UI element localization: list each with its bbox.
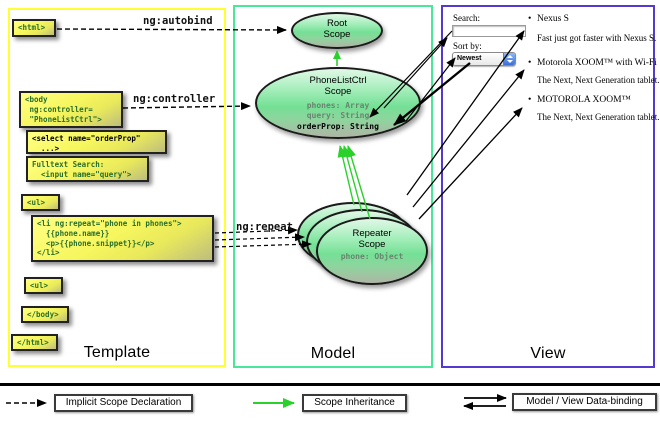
repeater-title-line: Repeater bbox=[352, 228, 392, 239]
code-line: <input name="query"> bbox=[32, 169, 132, 179]
legend-model-view-data-binding: Model / View Data-binding bbox=[512, 393, 657, 411]
code-line: </li> bbox=[37, 248, 60, 258]
phonelistctrl-title-line: Scope bbox=[324, 86, 352, 98]
legend-scope-inheritance: Scope Inheritance bbox=[302, 394, 407, 412]
search-label: Search: bbox=[453, 13, 480, 23]
code-line: {{phone.name}} bbox=[37, 228, 110, 238]
root-scope-title-line: Scope bbox=[323, 29, 351, 41]
code-line: <ul> bbox=[27, 198, 46, 207]
phone-list-item: • MOTOROLA XOOM™ bbox=[528, 95, 631, 105]
code-html-close: </html> bbox=[11, 334, 58, 351]
phonelistctrl-scope-title: PhoneListCtrl Scope bbox=[257, 75, 419, 98]
template-column-label: Template bbox=[83, 344, 151, 361]
code-line: <html> bbox=[18, 23, 46, 32]
root-scope-title: Root Scope bbox=[293, 18, 381, 41]
code-line: ...> bbox=[32, 143, 60, 153]
phone-name: Motorola XOOM™ with Wi-Fi bbox=[537, 58, 657, 68]
repeater-scope-title: Repeater Scope bbox=[318, 228, 426, 251]
code-line: "PhoneListCtrl"> bbox=[25, 114, 102, 124]
code-line: <body bbox=[25, 95, 48, 104]
phone-list-item: • Motorola XOOM™ with Wi-Fi bbox=[528, 58, 657, 68]
root-scope-title-line: Root bbox=[326, 18, 348, 29]
stepper-down-icon bbox=[507, 60, 513, 63]
view-column-label: View bbox=[530, 345, 566, 362]
phonelistctrl-properties: phones: Array query: String orderProp: S… bbox=[257, 101, 419, 132]
phone-snippet: The Next, Next Generation tablet. bbox=[537, 75, 660, 85]
code-line: <ul> bbox=[30, 281, 49, 290]
bullet-icon: • bbox=[528, 14, 532, 24]
scope-property: phone: Object bbox=[340, 251, 404, 261]
scope-property-orderprop: orderProp: String bbox=[297, 121, 379, 131]
phone-snippet: Fast just got faster with Nexus S. bbox=[537, 33, 657, 43]
code-fulltext-search: Fulltext Search: <input name="query"> bbox=[26, 156, 149, 182]
code-ul-close: <ul> bbox=[24, 277, 63, 294]
legend-implicit-scope-declaration: Implicit Scope Declaration bbox=[54, 394, 193, 412]
sort-select-mock: Newest bbox=[452, 52, 516, 66]
code-ul-open: <ul> bbox=[21, 194, 60, 211]
sort-by-label: Sort by: bbox=[453, 41, 482, 51]
code-line: </html> bbox=[17, 338, 49, 347]
code-body-open: <body ng:controller= "PhoneListCtrl"> bbox=[19, 91, 123, 128]
stepper-up-icon bbox=[507, 55, 513, 58]
root-scope-ellipse: Root Scope bbox=[291, 12, 383, 49]
code-line: Fulltext Search: bbox=[32, 160, 105, 169]
ng-repeat-label: ng:repeat bbox=[236, 221, 293, 233]
code-line: </body> bbox=[27, 310, 59, 319]
ng-controller-label: ng:controller bbox=[133, 93, 216, 105]
repeater-scope-ellipse-front: Repeater Scope phone: Object bbox=[316, 217, 428, 285]
model-column-label: Model bbox=[310, 345, 356, 362]
phone-name: Nexus S bbox=[537, 14, 569, 24]
phone-snippet: The Next, Next Generation tablet. bbox=[537, 112, 660, 122]
code-line: <li ng:repeat="phone in phones"> bbox=[37, 219, 182, 228]
phone-list-item: • Nexus S bbox=[528, 14, 569, 24]
phone-name: MOTOROLA XOOM™ bbox=[537, 95, 631, 105]
scope-property: phones: Array bbox=[306, 100, 370, 110]
code-line: <p>{{phone.snippet}}</p> bbox=[37, 238, 155, 248]
phonelistctrl-scope-ellipse: PhoneListCtrl Scope phones: Array query:… bbox=[255, 67, 421, 139]
code-line: <select name="orderProp" bbox=[32, 134, 141, 143]
code-select-orderprop: <select name="orderProp" ...> bbox=[26, 130, 167, 154]
phonelistctrl-title-line: PhoneListCtrl bbox=[309, 75, 367, 86]
bullet-icon: • bbox=[528, 58, 532, 68]
code-li-repeat: <li ng:repeat="phone in phones"> {{phone… bbox=[31, 215, 214, 262]
ng-autobind-label: ng:autobind bbox=[143, 15, 213, 27]
bullet-icon: • bbox=[528, 95, 532, 105]
select-stepper-icon bbox=[503, 53, 515, 65]
code-body-close: </body> bbox=[21, 306, 69, 323]
scope-property: query: String bbox=[306, 111, 370, 121]
search-input-mock bbox=[452, 25, 526, 37]
model-column-panel: Model bbox=[233, 5, 433, 368]
sort-select-value: Newest bbox=[457, 55, 482, 62]
code-line: ng:controller= bbox=[25, 104, 93, 114]
legend-separator-line bbox=[0, 383, 660, 386]
code-html-open: <html> bbox=[12, 19, 56, 37]
repeater-title-line: Scope bbox=[358, 239, 386, 251]
